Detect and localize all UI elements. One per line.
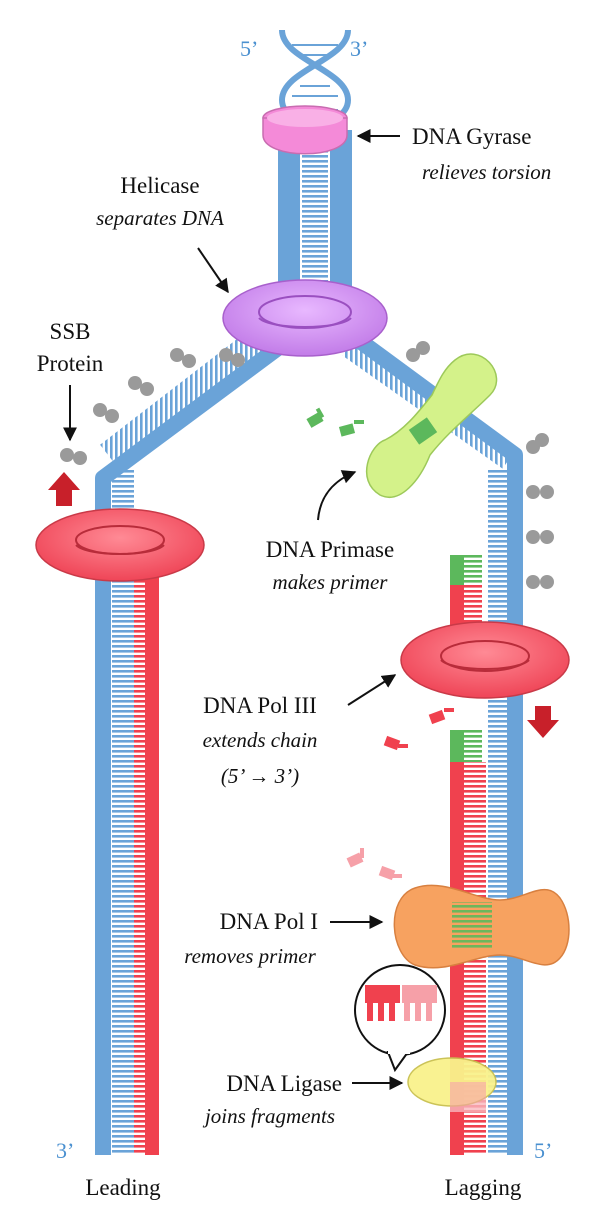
ssb-proteins bbox=[60, 341, 554, 589]
ssb-protein-icon bbox=[219, 348, 245, 367]
helicase-subtitle: separates DNA bbox=[96, 206, 224, 230]
helicase-title: Helicase bbox=[120, 173, 200, 198]
primase-title: DNA Primase bbox=[265, 537, 395, 562]
ssb-protein-icon bbox=[526, 485, 554, 499]
ssb-label-line2: Protein bbox=[36, 351, 104, 376]
dna-ligase bbox=[407, 1057, 497, 1112]
end-label-top-left: 5’ bbox=[240, 36, 259, 61]
leading-template-arm bbox=[95, 319, 287, 1155]
end-label-bottom-left: 3’ bbox=[56, 1138, 75, 1163]
ssb-protein-icon bbox=[128, 376, 154, 396]
ssb-protein-icon bbox=[406, 341, 430, 362]
primase-subtitle: makes primer bbox=[272, 570, 388, 594]
nucleotide-icon bbox=[338, 420, 364, 437]
nucleotide-icon bbox=[383, 735, 408, 751]
ligase-subtitle: joins fragments bbox=[204, 1104, 336, 1128]
nucleotide-icon bbox=[346, 848, 364, 868]
nucleotide-icon bbox=[306, 407, 325, 428]
speech-bubble-icon bbox=[354, 964, 446, 1073]
pol3-subtitle: extends chain bbox=[202, 728, 318, 752]
ssb-protein-icon bbox=[93, 403, 119, 423]
helicase bbox=[222, 279, 388, 357]
ssb-protein-icon bbox=[526, 433, 549, 454]
leading-new-strand bbox=[134, 545, 159, 1155]
leading-strand-label: Leading bbox=[85, 1175, 161, 1200]
pol1-title: DNA Pol I bbox=[219, 909, 318, 934]
dna-gyrase bbox=[262, 105, 348, 155]
end-label-top-right: 3’ bbox=[350, 36, 369, 61]
ssb-protein-icon bbox=[526, 575, 554, 589]
gyrase-subtitle: relieves torsion bbox=[422, 160, 552, 184]
pol3-direction: (5’ → 3’) bbox=[220, 764, 300, 788]
lagging-pol3-clamp bbox=[400, 621, 570, 699]
leading-pol3-clamp bbox=[35, 508, 205, 582]
ligase-title: DNA Ligase bbox=[226, 1071, 342, 1096]
gyrase-title: DNA Gyrase bbox=[412, 124, 532, 149]
red-down-arrow-icon bbox=[527, 706, 559, 738]
ssb-label-line1: SSB bbox=[49, 319, 91, 344]
label-arrows bbox=[63, 129, 404, 1090]
free-nucleotides bbox=[306, 407, 454, 881]
pol3-title: DNA Pol III bbox=[203, 693, 317, 718]
ssb-protein-icon bbox=[60, 448, 87, 465]
nucleotide-icon bbox=[428, 708, 454, 725]
pol1-subtitle: removes primer bbox=[184, 944, 316, 968]
lagging-strand-label: Lagging bbox=[444, 1175, 522, 1200]
dna-primase bbox=[365, 353, 498, 498]
nucleotide-icon bbox=[378, 865, 402, 881]
red-up-arrow-icon bbox=[48, 472, 80, 506]
ssb-protein-icon bbox=[526, 530, 554, 544]
end-label-bottom-right: 5’ bbox=[534, 1138, 553, 1163]
ssb-protein-icon bbox=[170, 348, 196, 368]
dna-pol-i bbox=[393, 884, 570, 969]
